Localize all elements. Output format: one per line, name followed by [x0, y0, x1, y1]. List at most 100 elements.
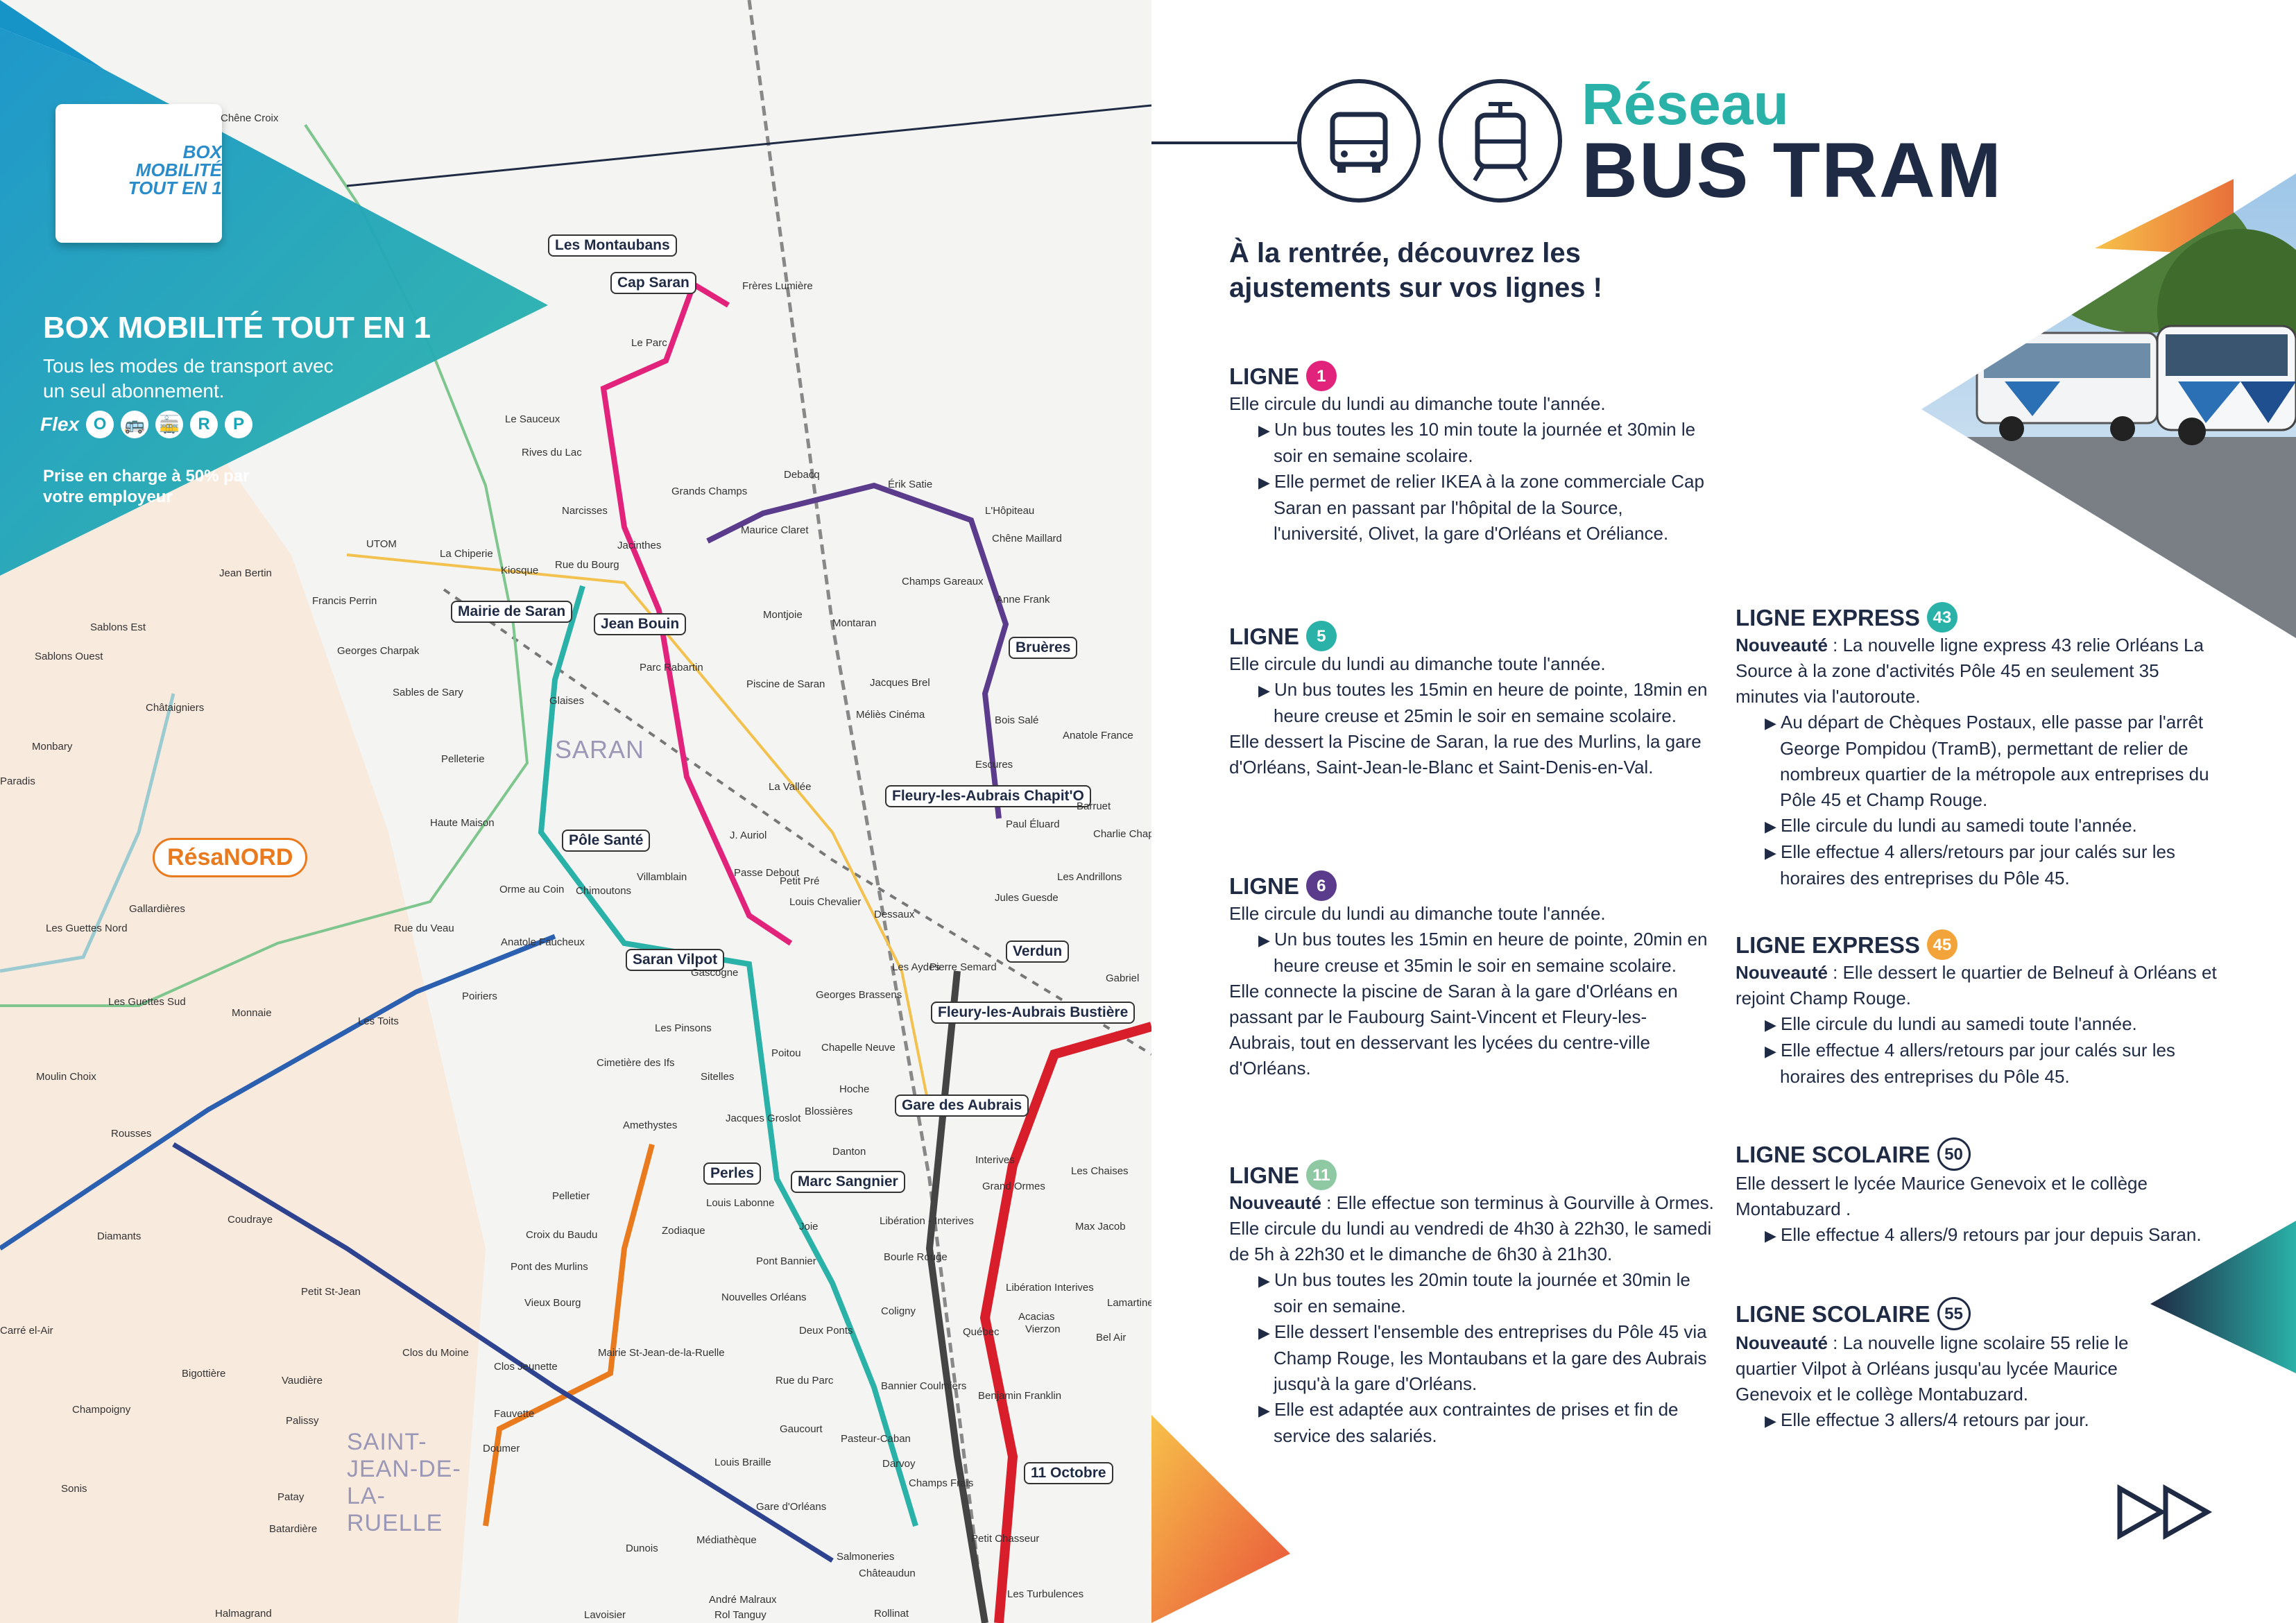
stop-label[interactable]: Monbary: [32, 741, 73, 753]
stop-label[interactable]: Kiosque: [501, 565, 539, 576]
network-map[interactable]: BOX MOBILITÉ TOUT EN 1 BOX MOBILITÉ TOUT…: [0, 0, 1151, 1623]
stop-label[interactable]: Dessaux: [874, 909, 915, 920]
stop-label[interactable]: Jean Bertin: [219, 567, 272, 579]
stop-label[interactable]: La Chiperie: [440, 548, 493, 560]
stop-label[interactable]: Parc Rabartin: [640, 662, 703, 673]
stop-label[interactable]: Libération Interives: [1006, 1282, 1094, 1294]
stop-label[interactable]: Nouvelles Orléans: [721, 1291, 807, 1303]
stop-label[interactable]: Rol Tanguy: [714, 1609, 766, 1621]
stop-label[interactable]: Passe Debout: [734, 867, 800, 879]
stop-label[interactable]: Barruet: [1077, 800, 1111, 812]
stop-label[interactable]: Pelleterie: [441, 753, 485, 765]
stop-label[interactable]: Gare d'Orléans: [756, 1501, 827, 1513]
stop-label[interactable]: Debacq: [784, 469, 820, 481]
stop-label[interactable]: Deux Ponts: [799, 1325, 853, 1337]
stop-label[interactable]: Sonis: [61, 1483, 87, 1495]
stop-label[interactable]: Clos Jeunette: [494, 1361, 558, 1373]
stop-label[interactable]: Salmoneries: [837, 1551, 895, 1563]
stop-label[interactable]: Québec: [963, 1326, 1000, 1338]
stop-label[interactable]: Gabriel: [1106, 972, 1140, 984]
stop-label[interactable]: Chimoutons: [576, 885, 632, 897]
stop-label[interactable]: Érik Satie: [888, 479, 933, 490]
stop-label[interactable]: Les Andrillons: [1057, 871, 1122, 883]
stop-label[interactable]: Bannier Coulmiers: [881, 1380, 967, 1392]
stop-label[interactable]: Palissy: [286, 1415, 319, 1427]
stop-label[interactable]: Grand Ormes: [982, 1180, 1045, 1192]
stop-label[interactable]: Mairie St-Jean-de-la-Ruelle: [598, 1347, 725, 1359]
stop-label[interactable]: Châteaudun: [859, 1568, 916, 1579]
next-page-button[interactable]: [2116, 1484, 2220, 1540]
stop-label[interactable]: Gare des Aubrais: [895, 1094, 1029, 1117]
stop-label[interactable]: Rue du Parc: [776, 1375, 834, 1386]
stop-label[interactable]: Charlie Chaplin: [1093, 828, 1151, 840]
stop-label[interactable]: Patay: [277, 1491, 305, 1503]
stop-label[interactable]: Moulin Choix: [36, 1071, 96, 1083]
stop-label[interactable]: Champs Gareaux: [902, 576, 984, 587]
stop-label[interactable]: Rollinat: [874, 1608, 909, 1620]
stop-label[interactable]: Vaudière: [282, 1375, 323, 1386]
stop-label[interactable]: Monnaie: [232, 1007, 272, 1019]
stop-label[interactable]: Bel Air: [1096, 1332, 1126, 1343]
stop-label[interactable]: UTOM: [366, 538, 397, 550]
stop-label[interactable]: Poitou: [771, 1047, 801, 1059]
stop-label[interactable]: Narcisses: [562, 505, 608, 517]
stop-label[interactable]: Danton: [832, 1146, 866, 1158]
stop-label[interactable]: Saran Vilpot: [626, 949, 725, 971]
stop-label[interactable]: Bruères: [1009, 637, 1078, 659]
stop-label[interactable]: Fleury-les-Aubrais Bustière: [931, 1002, 1136, 1024]
stop-label[interactable]: Doumer: [483, 1443, 520, 1454]
stop-label[interactable]: Paradis: [0, 775, 35, 787]
stop-label[interactable]: Sables de Sary: [393, 687, 463, 698]
stop-label[interactable]: Villamblain: [637, 871, 687, 883]
stop-label[interactable]: Le Parc: [631, 337, 667, 349]
stop-label[interactable]: Orme au Coin: [499, 884, 565, 895]
stop-label[interactable]: Cimetière des Ifs: [597, 1057, 675, 1069]
stop-label[interactable]: Chêne Croix: [221, 112, 279, 124]
stop-label[interactable]: Max Jacob: [1075, 1221, 1126, 1233]
stop-label[interactable]: Glaises: [549, 695, 585, 707]
stop-label[interactable]: Champs Frais: [909, 1477, 974, 1489]
stop-label[interactable]: Jacinthes: [617, 540, 662, 551]
stop-label[interactable]: Bigottière: [182, 1368, 226, 1380]
stop-label[interactable]: Pelletier: [552, 1190, 590, 1202]
stop-label[interactable]: Lamartine: [1107, 1297, 1151, 1309]
stop-label[interactable]: Pont Bannier: [756, 1255, 816, 1267]
stop-label[interactable]: Croix du Baudu: [526, 1229, 598, 1241]
stop-label[interactable]: Anatole Faucheux: [501, 936, 585, 948]
stop-label[interactable]: Francis Perrin: [312, 595, 377, 607]
stop-label[interactable]: Les Aydes: [892, 961, 940, 973]
stop-label[interactable]: L'Hôpiteau: [985, 505, 1035, 517]
stop-label[interactable]: Darvoy: [882, 1458, 916, 1470]
stop-label[interactable]: André Malraux: [709, 1594, 777, 1606]
stop-label[interactable]: Louis Braille: [714, 1457, 771, 1468]
stop-label[interactable]: Gallardières: [129, 903, 185, 915]
stop-label[interactable]: Bourle Rouge: [884, 1251, 948, 1263]
stop-label[interactable]: Chêne Maillard: [992, 533, 1062, 544]
stop-label[interactable]: Anatole France: [1063, 730, 1133, 741]
stop-label[interactable]: Escures: [975, 759, 1013, 771]
stop-label[interactable]: Rives du Lac: [522, 447, 582, 458]
stop-label[interactable]: Vieux Bourg: [524, 1297, 581, 1309]
stop-label[interactable]: Hoche: [839, 1083, 870, 1095]
stop-label[interactable]: Benjamin Franklin: [978, 1390, 1062, 1402]
stop-label[interactable]: Les Guettes Nord: [46, 922, 128, 934]
stop-label[interactable]: Petit Pré: [780, 875, 820, 887]
stop-label[interactable]: Châtaigniers: [146, 702, 205, 714]
stop-label[interactable]: Clos du Moine: [402, 1347, 469, 1359]
mobility-box-promo[interactable]: BOX MOBILITÉ TOUT EN 1 BOX MOBILITÉ TOUT…: [0, 0, 548, 576]
stop-label[interactable]: Chapelle Neuve: [821, 1042, 896, 1054]
stop-label[interactable]: Frères Lumière: [742, 280, 813, 292]
stop-label[interactable]: Amethystes: [623, 1119, 678, 1131]
stop-label[interactable]: Coligny: [881, 1305, 916, 1317]
stop-label[interactable]: Les Chaises: [1071, 1165, 1129, 1177]
stop-label[interactable]: Georges Charpak: [337, 645, 420, 657]
stop-label[interactable]: Fleury-les-Aubrais Chapit'O: [885, 785, 1091, 807]
stop-label[interactable]: Piscine de Saran: [746, 678, 825, 690]
stop-label[interactable]: Poiriers: [462, 990, 497, 1002]
stop-label[interactable]: Sitelles: [701, 1071, 735, 1083]
stop-label[interactable]: Diamants: [97, 1230, 142, 1242]
stop-label[interactable]: Champoigny: [72, 1404, 131, 1416]
stop-label[interactable]: Pont des Murlins: [511, 1261, 588, 1273]
stop-label[interactable]: Petit Chasseur: [971, 1533, 1040, 1545]
stop-label[interactable]: Blossières: [805, 1106, 853, 1117]
